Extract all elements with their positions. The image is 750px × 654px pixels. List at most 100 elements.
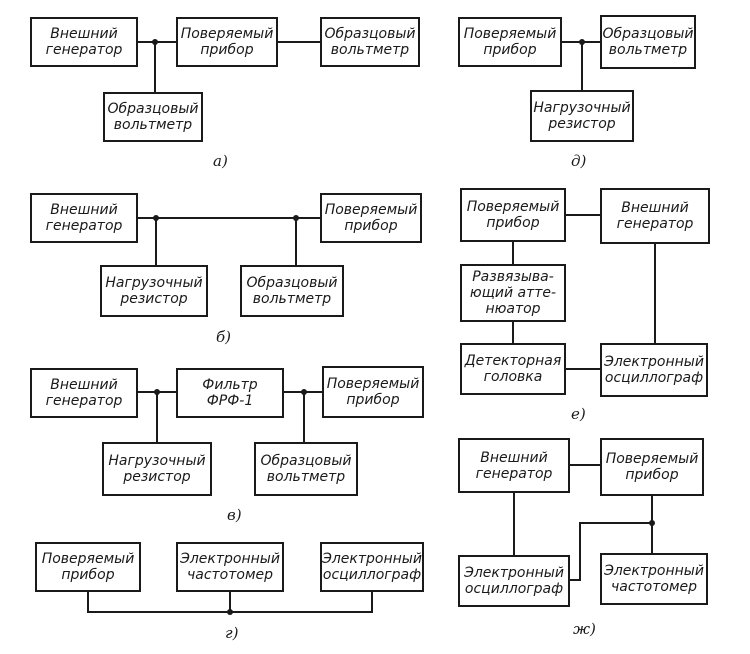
- block-d-vm: Образцовый вольтметр: [600, 15, 696, 69]
- caption-a: а): [213, 152, 228, 170]
- block-label: осциллограф: [322, 567, 422, 583]
- block-label: Образцовый: [246, 275, 338, 291]
- block-label: Образцовый: [107, 101, 199, 117]
- junction-dot: [579, 39, 585, 45]
- block-label: генератор: [475, 465, 553, 482]
- block-v-dut: Поверяемый прибор: [322, 366, 424, 418]
- block-d-dut: Поверяемый прибор: [458, 17, 562, 67]
- block-label: прибор: [625, 467, 679, 483]
- block-label: Внешний: [50, 26, 118, 42]
- block-e-att: Развязыва- ющий атте- нюатор: [460, 264, 566, 322]
- block-label: Электронный: [604, 563, 704, 579]
- block-label: Электронный: [180, 551, 280, 567]
- block-zh-dut: Поверяемый прибор: [600, 438, 704, 496]
- block-d-load: Нагрузочный резистор: [530, 90, 634, 142]
- junction-dot: [152, 39, 158, 45]
- block-g-freq: Электронный частотомер: [176, 542, 284, 592]
- block-label: Нагрузочный: [533, 100, 631, 116]
- block-label: вольтметр: [266, 469, 346, 485]
- block-a-dut: Поверяемый прибор: [176, 17, 278, 67]
- junction-dot: [649, 520, 655, 526]
- block-b-load: Нагрузочный резистор: [100, 265, 208, 317]
- caption-v: в): [227, 506, 242, 524]
- block-label: Нагрузочный: [108, 453, 206, 469]
- block-label: Поверяемый: [605, 451, 699, 467]
- block-label: Развязыва-: [472, 269, 554, 285]
- junction-dot: [153, 215, 159, 221]
- block-label: Поверяемый: [466, 199, 560, 215]
- block-label: Электронный: [604, 354, 704, 370]
- block-label: Поверяемый: [41, 551, 135, 567]
- block-label: Образцовый: [324, 26, 416, 42]
- block-e-gen: Внешний генератор: [600, 188, 710, 244]
- block-label: Детекторная: [464, 353, 562, 369]
- block-a-gen: Внешний генератор: [30, 17, 138, 67]
- junction-dot: [301, 389, 307, 395]
- block-zh-gen: Внешний генератор: [458, 438, 570, 493]
- block-label: вольтметр: [608, 42, 688, 58]
- block-label: Поверяемый: [324, 202, 418, 218]
- block-label: прибор: [483, 42, 537, 58]
- block-v-load: Нагрузочный резистор: [102, 442, 212, 496]
- caption-b: б): [216, 328, 232, 346]
- block-label: нюатор: [485, 301, 541, 317]
- block-zh-osc: Электронный осциллограф: [458, 555, 570, 607]
- block-v-filter: Фильтр ФРФ-1: [176, 368, 284, 418]
- caption-zh: ж): [573, 620, 596, 638]
- block-label: Электронный: [464, 565, 564, 581]
- block-g-dut: Поверяемый прибор: [35, 542, 141, 592]
- block-label: Электронный: [322, 551, 422, 567]
- block-label: Поверяемый: [326, 376, 420, 392]
- block-label: прибор: [346, 392, 400, 408]
- block-b-dut: Поверяемый прибор: [320, 193, 422, 243]
- block-label: генератор: [616, 216, 694, 232]
- block-label: Внешний: [50, 377, 118, 393]
- block-label: вольтметр: [113, 117, 193, 133]
- block-label: генератор: [45, 218, 123, 234]
- block-e-det: Детекторная головка: [460, 343, 566, 395]
- block-zh-freq: Электронный частотомер: [600, 553, 708, 605]
- block-label: осциллограф: [464, 581, 564, 597]
- caption-g: г): [225, 624, 239, 642]
- block-label: Нагрузочный: [105, 275, 203, 291]
- block-label: ФРФ-1: [206, 393, 254, 409]
- block-label: вольтметр: [252, 291, 332, 307]
- block-label: резистор: [123, 469, 191, 485]
- block-v-vm: Образцовый вольтметр: [254, 442, 358, 496]
- block-a-vm-right: Образцовый вольтметр: [320, 17, 420, 67]
- block-e-dut: Поверяемый прибор: [460, 188, 566, 242]
- block-label: головка: [483, 369, 543, 385]
- block-label: Поверяемый: [463, 26, 557, 42]
- junction-dot: [227, 609, 233, 615]
- block-e-osc: Электронный осциллограф: [600, 343, 708, 397]
- block-label: генератор: [45, 42, 123, 58]
- caption-e: е): [571, 405, 586, 423]
- junction-dot: [154, 389, 160, 395]
- block-label: частотомер: [610, 579, 698, 595]
- block-label: резистор: [120, 291, 188, 307]
- block-label: ющий атте-: [469, 285, 557, 301]
- block-label: осциллограф: [604, 370, 704, 386]
- block-label: вольтметр: [330, 42, 410, 58]
- wire: [569, 522, 653, 581]
- block-label: Образцовый: [602, 26, 694, 42]
- block-label: прибор: [200, 42, 254, 58]
- block-v-gen: Внешний генератор: [30, 368, 138, 418]
- block-label: Фильтр: [202, 377, 258, 393]
- block-label: Поверяемый: [180, 26, 274, 42]
- caption-d: д): [571, 152, 587, 170]
- block-g-osc: Электронный осциллограф: [320, 542, 424, 592]
- block-label: генератор: [45, 393, 123, 409]
- junction-dot: [293, 215, 299, 221]
- block-label: частотомер: [186, 567, 274, 583]
- block-label: резистор: [548, 116, 616, 132]
- block-label: прибор: [486, 215, 540, 231]
- block-label: Внешний: [50, 202, 118, 218]
- block-label: прибор: [61, 567, 115, 583]
- block-label: Внешний: [621, 200, 689, 216]
- block-a-vm-bottom: Образцовый вольтметр: [103, 92, 203, 142]
- block-label: Образцовый: [260, 453, 352, 469]
- block-label: прибор: [344, 218, 398, 234]
